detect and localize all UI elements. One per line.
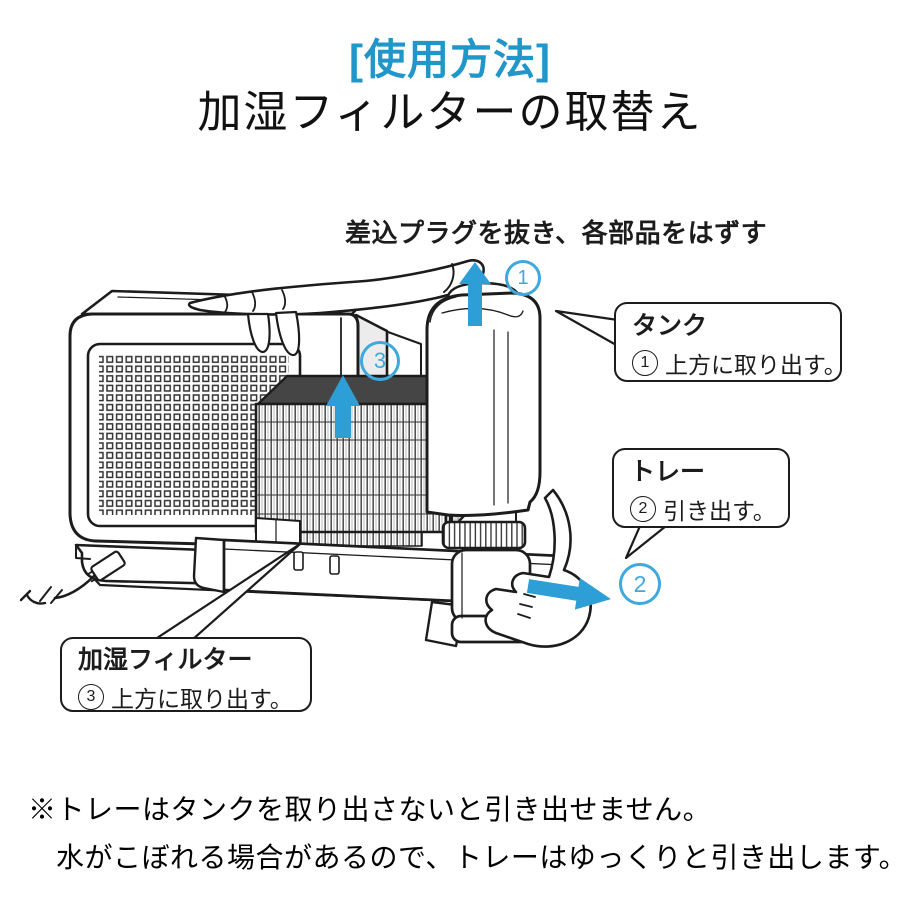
- filter-callout-title: 加湿フィルター: [78, 646, 253, 674]
- tank-step-number: 1: [632, 349, 658, 376]
- step-marker-3: 3: [360, 341, 400, 381]
- arrow-up-tank: [459, 262, 491, 326]
- section-label: [使用方法]: [349, 36, 551, 83]
- diagram-instruction: 差込プラグを抜き、各部品をはずす: [345, 218, 768, 248]
- step-arrows: [326, 262, 611, 610]
- page-title: 加湿フィルターの取替え: [197, 88, 703, 137]
- step-marker-2: 2: [619, 563, 661, 605]
- tank-callout: タンク 1 上方に取り出す。: [614, 302, 847, 382]
- filter-step-action: 上方に取り出す。: [111, 685, 293, 712]
- note-line-1: ※トレーはタンクを取り出さないと引き出せません。: [28, 795, 712, 826]
- tray-step-number: 2: [630, 495, 656, 522]
- filter-step-number: 3: [78, 683, 104, 710]
- tank-cap-collar: [441, 520, 527, 550]
- hand-on-top: [187, 259, 485, 357]
- note-line-2: 水がこぼれる場合があるので、トレーはゆっくりと引き出します。: [56, 843, 900, 874]
- tank-step-action: 上方に取り出す。: [665, 351, 847, 378]
- callout-tails: [152, 309, 668, 642]
- tray-callout: トレー 2 引き出す。: [612, 448, 790, 528]
- arrow-right-tray: [526, 578, 611, 610]
- water-tank: [425, 281, 542, 550]
- power-plug: [19, 550, 126, 605]
- tray-step-action: 引き出す。: [663, 497, 776, 524]
- air-grille: [86, 342, 302, 528]
- tray-callout-title: トレー: [630, 458, 706, 486]
- filter-callout: 加湿フィルター 3 上方に取り出す。: [60, 637, 312, 712]
- hand-pulling-tray: [484, 488, 592, 648]
- arrow-up-filter: [326, 375, 360, 438]
- tank-callout-title: タンク: [632, 312, 708, 340]
- step-marker-1: 1: [505, 260, 541, 296]
